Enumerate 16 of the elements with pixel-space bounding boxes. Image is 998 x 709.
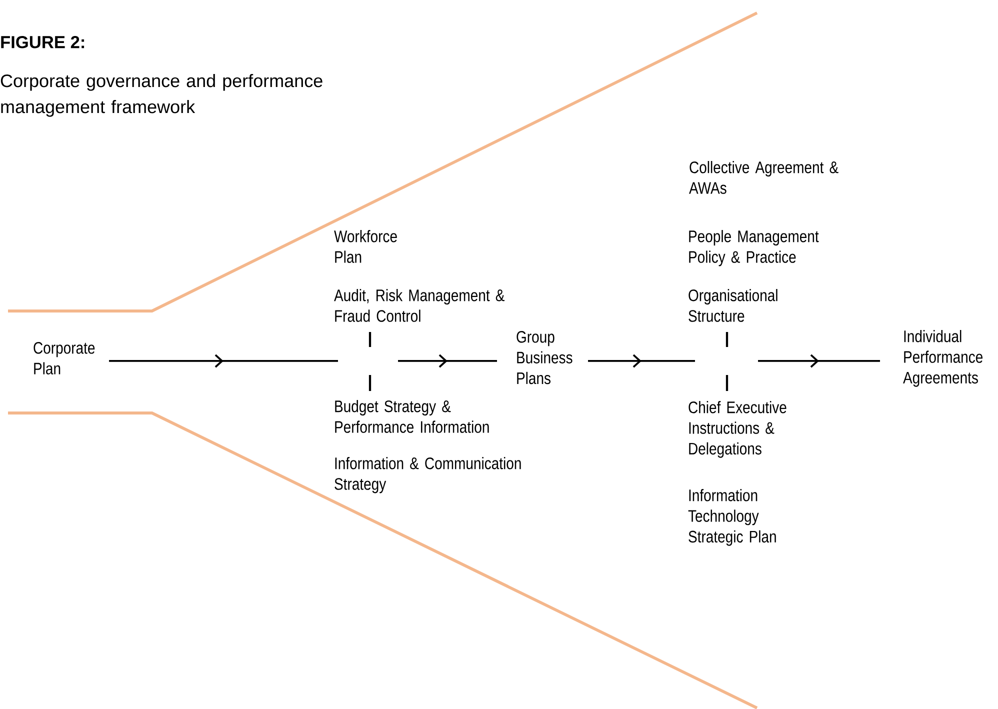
label-text: Chief Executive Instructions & Delegations (688, 400, 786, 458)
label-text: People Management Policy & Practice (689, 230, 819, 266)
figure-title: FIGURE 2: (1, 36, 84, 48)
label-text: Information & Communication Strategy (334, 456, 521, 494)
node-text: Individual Performance Agreements (903, 330, 982, 387)
label-text: Workforce Plan (334, 230, 397, 263)
node-text: Corporate Plan (34, 342, 95, 374)
label-text: Organisational Structure (688, 288, 778, 322)
label-text: Budget Strategy & Performance Information (335, 400, 489, 433)
caption: Corporate governance and performance management framework (0, 74, 322, 117)
label-text: Information Technology Strategic Plan (688, 488, 776, 546)
label-text: Audit, Risk Management & Fraud Control (334, 288, 504, 322)
node-text: Group Business Plans (516, 331, 572, 384)
label-text: Collective Agreement & AWAs (689, 160, 838, 194)
junction-mark (368, 330, 372, 392)
junction-mark (726, 330, 728, 392)
